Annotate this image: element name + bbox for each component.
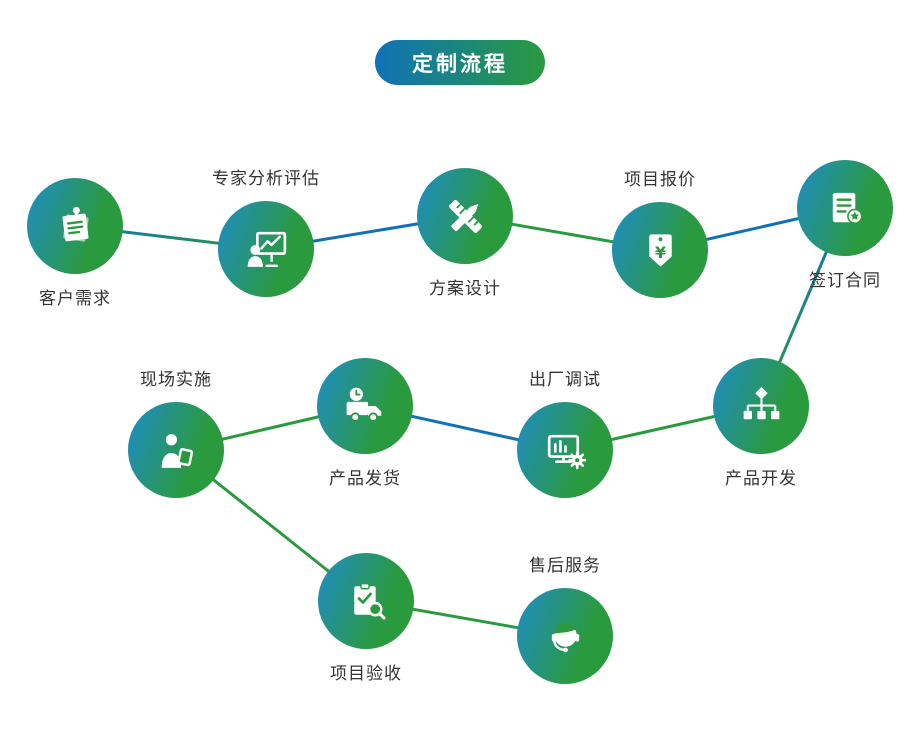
monitor-gear-icon: [547, 434, 586, 469]
node-label: 签订合同: [809, 271, 881, 290]
node-label: 项目验收: [330, 664, 402, 683]
page-title: 定制流程: [412, 52, 508, 76]
node-circle-sign-contract: [797, 160, 893, 256]
truck-clock-icon: [346, 387, 381, 422]
sitemap-icon: [743, 386, 779, 419]
node-label: 现场实施: [140, 370, 212, 389]
node-label: 专家分析评估: [212, 169, 320, 188]
node-label: 产品发货: [329, 469, 401, 488]
node-circle-factory-debugging: [517, 402, 613, 498]
node-circle-solution-design: [417, 168, 513, 264]
node-circle-after-sales-service: [517, 588, 613, 684]
node-circle-onsite-implementation: [128, 402, 224, 498]
node-label: 方案设计: [429, 279, 501, 298]
svg-text:¥: ¥: [654, 242, 666, 261]
contract-seal-icon: [832, 192, 862, 224]
headset-agent-icon: [551, 621, 579, 652]
node-factory-debugging: 出厂调试: [517, 370, 613, 498]
node-label: 产品开发: [725, 469, 797, 488]
node-sign-contract: 签订合同: [797, 160, 893, 290]
node-circle-project-acceptance: [318, 553, 414, 649]
clipboard-check-magnifier-icon: [353, 582, 386, 620]
node-label: 客户需求: [39, 289, 111, 308]
person-tablet-icon: [161, 433, 193, 468]
node-project-quotation: ¥ 项目报价: [612, 170, 708, 298]
node-circle-expert-analysis: [218, 201, 314, 297]
title-badge: 定制流程: [375, 40, 545, 85]
node-expert-analysis: 专家分析评估: [212, 169, 319, 297]
node-circle-product-development: [713, 358, 809, 454]
presentation-chart-icon: [247, 231, 286, 267]
node-solution-design: 方案设计: [417, 168, 513, 298]
node-onsite-implementation: 现场实施: [128, 370, 224, 498]
node-label: 出厂调试: [529, 370, 601, 389]
node-project-acceptance: 项目验收: [318, 553, 414, 683]
node-customer-needs: 客户需求: [27, 178, 123, 308]
node-circle-project-quotation: ¥: [612, 202, 708, 298]
node-label: 项目报价: [624, 170, 696, 189]
memo-pin-icon: [62, 206, 89, 242]
node-product-development: 产品开发: [713, 358, 809, 488]
node-product-shipping: 产品发货: [317, 358, 413, 488]
node-circle-customer-needs: [27, 178, 123, 274]
price-tag-yuan-icon: ¥: [648, 233, 672, 267]
node-circle-product-shipping: [317, 358, 413, 454]
pencil-ruler-icon: [448, 199, 482, 233]
node-after-sales-service: 售后服务: [517, 556, 613, 684]
node-label: 售后服务: [529, 556, 601, 575]
